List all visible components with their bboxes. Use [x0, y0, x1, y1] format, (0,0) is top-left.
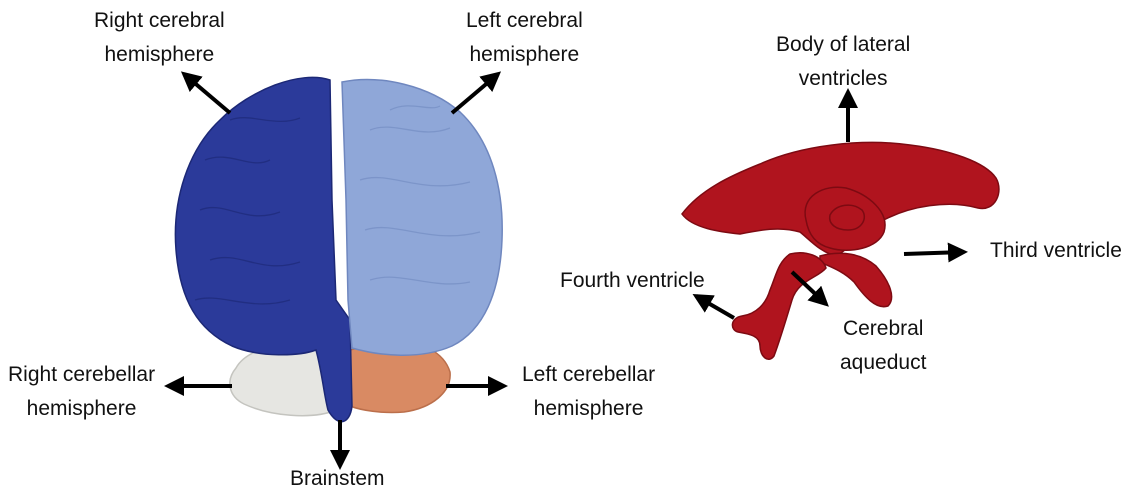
brain-model — [175, 77, 502, 421]
label-line: Third ventricle — [990, 234, 1122, 268]
label-line: aqueduct — [840, 346, 926, 380]
label-body-of-lateral-ventricles: Body of lateral ventricles — [776, 28, 910, 95]
label-left-cerebellar-hemisphere: Left cerebellar hemisphere — [522, 358, 655, 425]
label-line: ventricles — [776, 62, 910, 96]
label-line: hemisphere — [522, 392, 655, 426]
label-third-ventricle: Third ventricle — [990, 234, 1122, 268]
label-cerebral-aqueduct: Cerebral aqueduct — [840, 312, 926, 379]
fourth-ventricle-and-aqueduct — [732, 253, 826, 359]
label-line: Right cerebral — [94, 4, 225, 38]
left-cerebral-hemisphere — [342, 80, 502, 356]
label-line: hemisphere — [94, 38, 225, 72]
label-fourth-ventricle: Fourth ventricle — [560, 264, 705, 298]
label-line: Right cerebellar — [8, 358, 155, 392]
label-left-cerebral-hemisphere: Left cerebral hemisphere — [466, 4, 583, 71]
label-line: Brainstem — [290, 462, 385, 496]
arrow-left-cerebral — [452, 74, 498, 113]
label-line: hemisphere — [8, 392, 155, 426]
label-line: Left cerebellar — [522, 358, 655, 392]
label-line: Body of lateral — [776, 28, 910, 62]
arrow-right-cerebral — [184, 74, 230, 113]
label-line: hemisphere — [466, 38, 583, 72]
label-line: Fourth ventricle — [560, 264, 705, 298]
third-ventricle — [820, 253, 892, 306]
label-line: Left cerebral — [466, 4, 583, 38]
label-line: Cerebral — [840, 312, 926, 346]
label-right-cerebellar-hemisphere: Right cerebellar hemisphere — [8, 358, 155, 425]
label-right-cerebral-hemisphere: Right cerebral hemisphere — [94, 4, 225, 71]
arrow-third-ventricle — [904, 252, 964, 254]
arrow-fourth-ventricle — [696, 296, 734, 318]
label-brainstem: Brainstem — [290, 462, 385, 496]
